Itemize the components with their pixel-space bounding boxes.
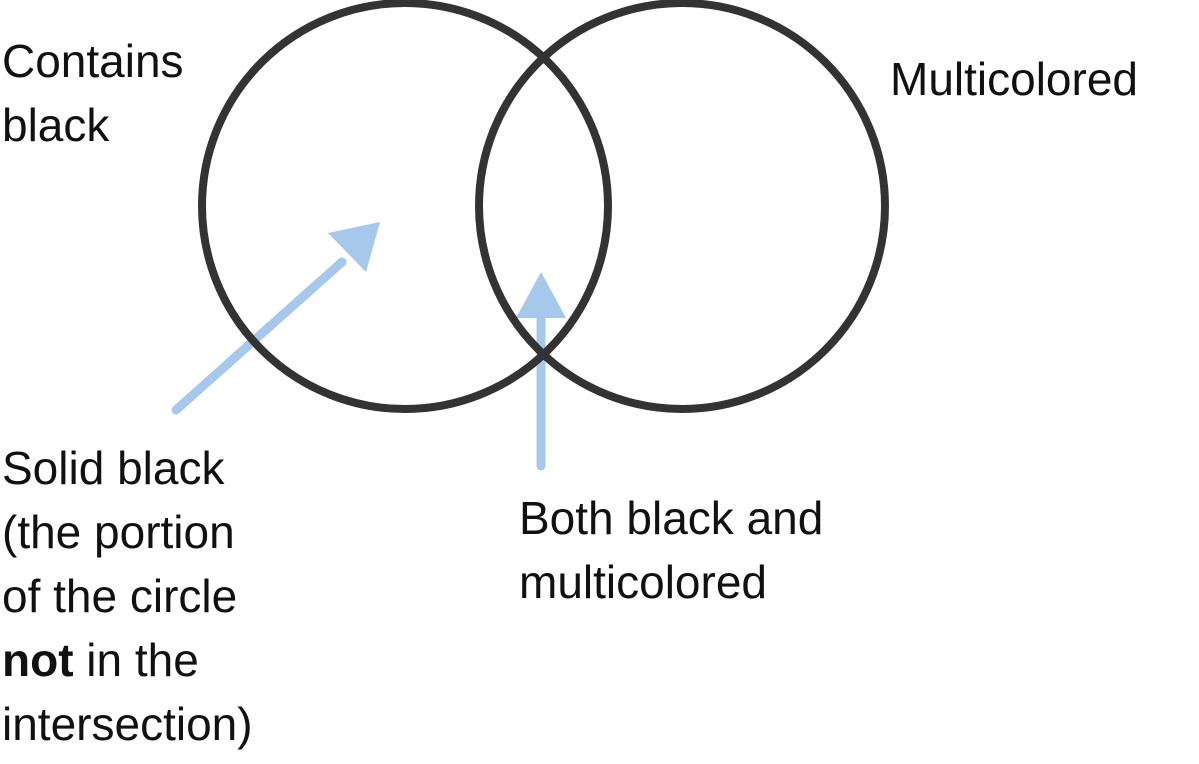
label-multicolored: Multicolored (890, 47, 1138, 111)
label-solid-black-line5: intersection) (2, 698, 253, 750)
label-solid-black-line2: (the portion (2, 506, 235, 558)
circle-multicolored (475, 0, 889, 413)
arrow-solid-black (171, 222, 380, 415)
label-solid-black-not: not (2, 634, 74, 686)
circle-contains-black (198, 0, 612, 413)
arrow-intersection (516, 272, 566, 471)
label-multicolored-text: Multicolored (890, 53, 1138, 105)
label-both-line2: multicolored (519, 556, 767, 608)
label-contains-black-line2: black (2, 99, 110, 151)
label-contains-black: Contains black (2, 29, 184, 157)
label-contains-black-line1: Contains (2, 35, 184, 87)
label-both-line1: Both black and (519, 492, 824, 544)
label-solid-black-line3: of the circle (2, 570, 238, 622)
label-solid-black-line4: not in the (2, 628, 253, 692)
label-solid-black-line4-rest: in the (73, 634, 199, 686)
label-solid-black: Solid black (the portion of the circle n… (2, 436, 253, 756)
label-solid-black-line1: Solid black (2, 442, 225, 494)
label-both: Both black and multicolored (519, 486, 823, 614)
